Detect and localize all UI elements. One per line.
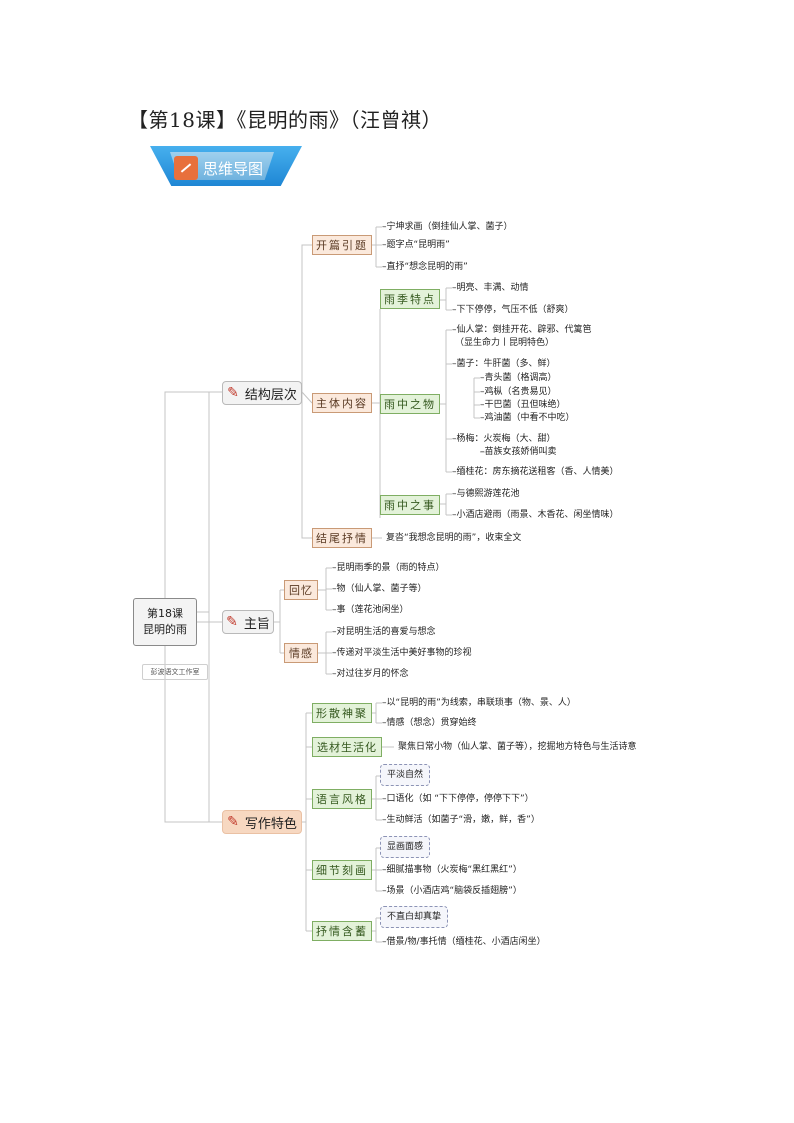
- season-item: –下下停停，气压不低（舒爽）: [452, 305, 574, 315]
- language-item: –生动鲜活（如菌子“滑，嫩，鲜，香”）: [382, 815, 540, 825]
- detail-item: –细腻描事物（火炭梅“黑红黑红”）: [382, 865, 522, 875]
- memory-item: –昆明雨季的景（雨的特点）: [332, 563, 445, 573]
- node-events: 雨中之事: [380, 495, 440, 515]
- pencil-icon: ✎: [227, 814, 239, 830]
- node-detail: 细节刻画: [312, 860, 372, 880]
- fungi-sub: –青头菌（格调高）: [480, 373, 557, 383]
- node-ending: 结尾抒情: [312, 528, 372, 548]
- season-item: –明亮、丰满、动情: [452, 283, 529, 293]
- node-material: 选材生活化: [312, 737, 382, 757]
- cactus-note: （显生命力丨昆明特色）: [455, 338, 555, 348]
- cactus-item: –仙人掌：倒挂开花、辟邪、代篱笆: [452, 325, 592, 335]
- language-item: –口语化（如 “下下停停，停停下下”）: [382, 794, 534, 804]
- pencil-icon: ✎: [227, 385, 239, 401]
- form-item: –情感（想念）贯穿始终: [382, 718, 477, 728]
- branch-writing: ✎ 写作特色: [222, 810, 302, 834]
- branch-structure-label: 结构层次: [244, 387, 297, 403]
- emotion-item: –传递对平淡生活中美好事物的珍视: [332, 648, 472, 658]
- root-line2: 昆明的雨: [143, 623, 187, 636]
- detail-item: –场景（小酒店鸡“脑袋反插翅膀”）: [382, 886, 522, 896]
- language-tag: 平淡自然: [380, 764, 431, 786]
- fungi-sub: –干巴菌（丑但味绝）: [480, 400, 566, 410]
- root-node: 第18课 昆明的雨: [133, 598, 197, 646]
- ending-text: 复沓“我想念昆明的雨”，收束全文: [386, 533, 522, 543]
- node-lyric: 抒情含蓄: [312, 921, 372, 941]
- branch-theme-label: 主旨: [243, 616, 270, 632]
- fungi-item: –菌子：牛肝菌（多、鲜）: [452, 359, 556, 369]
- bayberry-item: –杨梅：火炭梅（大、甜）: [452, 434, 556, 444]
- node-memory: 回忆: [284, 580, 318, 600]
- opening-item: –直抒“想念昆明的雨”: [382, 262, 468, 272]
- lyric-tag: 不直白却真挚: [380, 906, 449, 928]
- detail-tag: 显画面感: [380, 836, 431, 858]
- watermark-label: 彭波语文工作室: [142, 664, 208, 680]
- events-item: –小酒店避雨（雨景、木香花、闲坐情味）: [452, 510, 619, 520]
- material-text: 聚焦日常小物（仙人掌、菌子等），挖掘地方特色与生活诗意: [398, 742, 637, 752]
- node-season: 雨季特点: [380, 289, 440, 309]
- events-item: –与德熙游莲花池: [452, 489, 520, 499]
- opening-item: –宁坤求画（倒挂仙人掌、菌子）: [382, 222, 513, 232]
- fungi-sub: –鸡油菌（中看不中吃）: [480, 413, 575, 423]
- node-language: 语言风格: [312, 789, 372, 809]
- form-item: –以“昆明的雨”为线索，串联琐事（物、景、人）: [382, 698, 576, 708]
- node-emotion: 情感: [284, 643, 318, 663]
- node-things: 雨中之物: [380, 394, 440, 414]
- page-title: 【第18课】《昆明的雨》（汪曾祺）: [128, 108, 442, 132]
- root-line1: 第18课: [147, 607, 183, 620]
- lyric-item: –借景/物/事托情（缅桂花、小酒店闲坐）: [382, 937, 546, 947]
- emotion-item: –对过往岁月的怀念: [332, 669, 409, 679]
- memory-item: –事（莲花池闲坐）: [332, 605, 409, 615]
- banner-label: 思维导图: [203, 160, 264, 178]
- bayberry-sub: –苗族女孩娇俏叫卖: [480, 447, 557, 457]
- node-form: 形散神聚: [312, 703, 372, 723]
- branch-theme: ✎ 主旨: [222, 610, 274, 634]
- edit-icon: [174, 156, 198, 180]
- opening-item: –题字点“昆明雨”: [382, 240, 450, 250]
- branch-structure: ✎ 结构层次: [222, 381, 302, 405]
- branch-writing-label: 写作特色: [244, 816, 297, 832]
- pencil-icon: ✎: [226, 614, 238, 630]
- node-opening: 开篇引题: [312, 235, 372, 255]
- osmanthus-item: –缅桂花：房东摘花送租客（香、人情美）: [452, 467, 619, 477]
- memory-item: –物（仙人掌、菌子等）: [332, 584, 427, 594]
- emotion-item: –对昆明生活的喜爱与想念: [332, 627, 436, 637]
- fungi-sub: –鸡枞（名贵易见）: [480, 387, 557, 397]
- node-body: 主体内容: [312, 393, 372, 413]
